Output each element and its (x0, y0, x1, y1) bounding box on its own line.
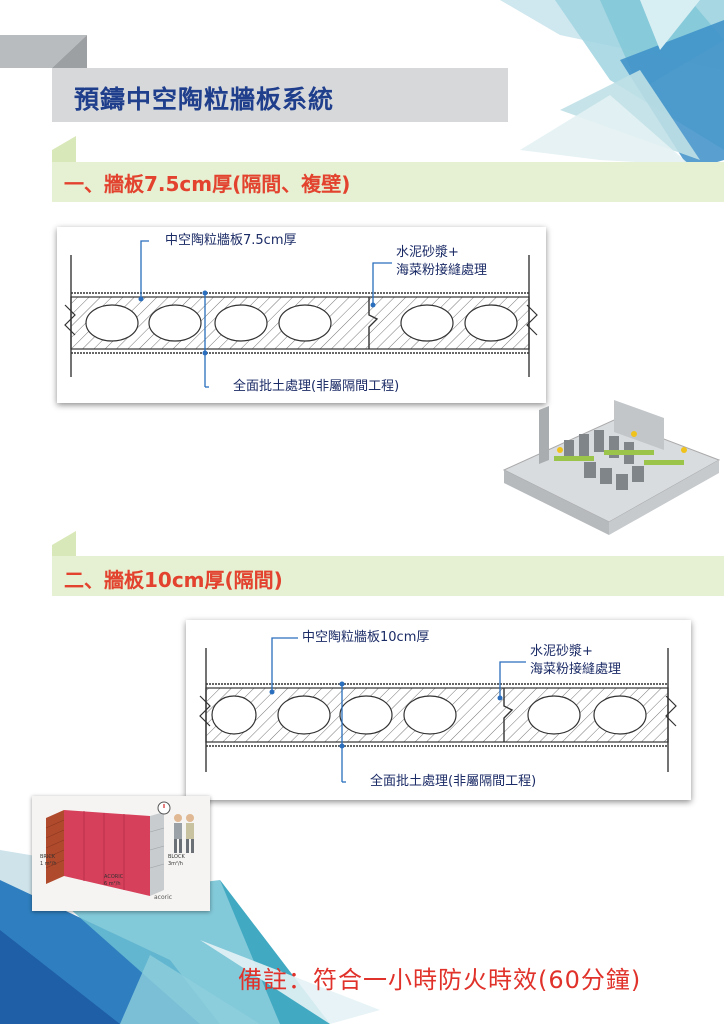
finish-label: 全面批土處理(非屬隔間工程) (233, 379, 400, 394)
panel-label: 中空陶粒牆板10cm厚 (302, 630, 430, 645)
wall-section-drawing (199, 637, 677, 783)
section-band-left (52, 162, 76, 202)
brand-logo: acoric (154, 894, 173, 901)
section-band-left (52, 556, 76, 596)
wall-diagram-10: 中空陶粒牆板10cm厚 水泥砂漿+ 海菜粉接縫處理 全面批土處理(非屬隔間工程) (186, 620, 691, 800)
section-heading: 二、牆板10cm厚(隔間) (64, 568, 283, 592)
finish-label: 全面批土處理(非屬隔間工程) (370, 774, 537, 789)
brick-label: BRICK (40, 854, 56, 860)
wall-comparison-drawing (32, 796, 210, 911)
acoric-label: ACORIC (104, 874, 124, 880)
page-title: 預鑄中空陶粒牆板系統 (74, 85, 335, 114)
joint-label-line1: 水泥砂漿+ (396, 245, 459, 260)
factory-illustration (502, 400, 721, 535)
joint-label-line2: 海菜粉接縫處理 (396, 263, 488, 278)
title-banner (52, 68, 508, 122)
panel-label: 中空陶粒牆板7.5cm厚 (165, 233, 297, 248)
section-band (76, 162, 724, 202)
section-heading: 一、牆板7.5cm厚(隔間、複壁) (64, 172, 351, 196)
joint-label-line2: 海菜粉接縫處理 (530, 662, 622, 677)
brick-rate: 1 m²/h (40, 861, 57, 867)
wall-section-drawing (64, 240, 538, 388)
wall-comparison-illustration: BRICK 1 m²/h ACORIC 6 m²/h BLOCK 3m²/h a… (32, 796, 210, 911)
acoric-rate: 6 m²/h (104, 881, 121, 887)
block-label: BLOCK (168, 854, 185, 860)
block-rate: 3m²/h (168, 861, 183, 867)
section-band (76, 556, 724, 596)
wall-diagram-75: 中空陶粒牆板7.5cm厚 水泥砂漿+ 海菜粉接縫處理 全面批土處理(非屬隔間工程… (57, 227, 546, 403)
joint-label-line1: 水泥砂漿+ (530, 644, 593, 659)
fire-rating-note: 備註：符合一小時防火時效(60分鐘) (238, 966, 642, 994)
